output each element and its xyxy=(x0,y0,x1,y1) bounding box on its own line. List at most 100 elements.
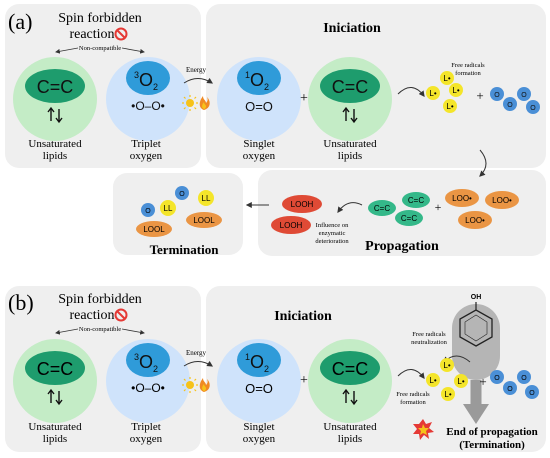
lipid-label-a2-2: lipids xyxy=(338,150,362,162)
svg-text:LOOL: LOOL xyxy=(143,225,165,234)
spin-forbidden-title-b: Spin forbidden xyxy=(58,292,142,307)
panel-a: (a) Spin forbidden reaction Non-compatib… xyxy=(5,4,546,257)
svg-text:•O–O•: •O–O• xyxy=(131,99,165,113)
panel-b-label: (b) xyxy=(8,290,34,315)
svg-text:O: O xyxy=(145,208,151,215)
flame-icon xyxy=(199,378,210,392)
svg-text:O=O: O=O xyxy=(245,99,273,114)
spin-arrows-icon xyxy=(47,106,63,124)
termination-products: O O LL LL LOOL LOOL xyxy=(136,186,222,237)
unsaturated-lipid-b2: C=C xyxy=(308,339,392,423)
svg-text:LL: LL xyxy=(164,204,173,213)
non-compatible-arrow-left-b xyxy=(55,328,79,335)
svg-text:C=C: C=C xyxy=(332,359,369,379)
lipid-label-b2-2: lipids xyxy=(338,433,362,445)
svg-text:L•: L• xyxy=(457,377,464,386)
triplet-label-a-1: Triplet xyxy=(131,138,161,150)
triplet-label-b-2: oxygen xyxy=(130,433,163,445)
svg-text:1O2: 1O2 xyxy=(245,352,269,374)
lipid-label-a2-1: Unsaturated xyxy=(323,138,377,150)
non-compatible-label-b: Non-compatible xyxy=(79,326,121,333)
svg-text:L•: L• xyxy=(452,86,459,95)
forbidden-icon xyxy=(114,308,128,322)
spin-arrows-icon xyxy=(342,106,358,124)
triplet-label-b-1: Triplet xyxy=(131,421,161,433)
panel-a-label: (a) xyxy=(8,9,32,34)
oxygen-molecules-b: O O O O xyxy=(490,370,539,399)
plus-propagation: + xyxy=(435,200,442,214)
svg-text:L•: L• xyxy=(443,361,450,370)
neutralization-label-2: neutralization xyxy=(411,339,447,346)
free-radicals-label-b-2: formation xyxy=(400,399,426,406)
spin-forbidden-title: Spin forbidden xyxy=(58,11,142,26)
lipid-label-a-2: lipids xyxy=(43,150,67,162)
plus-b-1: + xyxy=(300,373,308,388)
spin-arrows-icon xyxy=(342,388,358,406)
panel-b: (b) Spin forbidden reaction Non-compatib… xyxy=(5,286,546,452)
triplet-label-a-2: oxygen xyxy=(130,150,163,162)
iniciation-title-a: Iniciation xyxy=(323,21,381,36)
svg-text:L•: L• xyxy=(443,74,450,83)
free-radicals-label-b-1: Free radicals xyxy=(396,391,430,398)
antioxidant-phenol: OH xyxy=(452,294,500,424)
svg-text:O: O xyxy=(494,375,500,382)
lipid-label-a-1: Unsaturated xyxy=(28,138,82,150)
free-radicals-label-a-2: formation xyxy=(455,70,481,77)
svg-text:O: O xyxy=(521,375,527,382)
end-of-propagation-label: End of propagation xyxy=(446,426,538,438)
svg-text:O: O xyxy=(530,105,536,112)
triplet-oxygen-b: 3O2 •O–O• xyxy=(106,339,190,423)
lipid-radicals-b: L• L• L• L• xyxy=(426,358,468,401)
energy-label-a: Energy xyxy=(186,66,207,74)
to-propagation-arrow xyxy=(479,149,487,177)
non-compatible-arrow-left xyxy=(55,47,79,54)
neutralization-label-1: Free radicals xyxy=(412,331,446,338)
triplet-oxygen-a: 3O2 •O–O• xyxy=(106,57,190,141)
svg-text:LL: LL xyxy=(202,194,211,203)
svg-text:L•: L• xyxy=(429,376,436,385)
svg-text:LOOH: LOOH xyxy=(280,221,303,230)
plus-a-2: + xyxy=(476,88,483,103)
lipid-label-b2-1: Unsaturated xyxy=(323,421,377,433)
energy-label-b: Energy xyxy=(186,349,207,357)
plus-a-1: + xyxy=(300,91,308,106)
influence-label-1: Influence on xyxy=(316,222,349,229)
flame-icon xyxy=(199,96,210,110)
singlet-label-a-1: Singlet xyxy=(243,138,274,150)
singlet-oxygen-a: 1O2 O=O xyxy=(217,57,301,141)
svg-text:O=O: O=O xyxy=(245,381,273,396)
svg-text:LOO•: LOO• xyxy=(492,196,512,205)
plus-b-2: + xyxy=(479,374,486,389)
non-compatible-arrow-right xyxy=(121,47,145,54)
svg-text:1O2: 1O2 xyxy=(245,70,269,92)
svg-text:O: O xyxy=(179,191,185,198)
hydroperoxides: LOOH LOOH xyxy=(271,195,322,234)
energy-arrow-b xyxy=(183,360,214,367)
energy-arrow-a xyxy=(183,77,214,84)
svg-text:L•: L• xyxy=(444,390,451,399)
svg-text:C=C: C=C xyxy=(374,204,390,213)
svg-text:O: O xyxy=(529,390,535,397)
unsaturated-lipid-a: C=C xyxy=(13,57,97,141)
explosion-icon xyxy=(413,419,434,440)
propagation-species: C=C C=C C=C xyxy=(368,192,430,226)
non-compatible-label: Non-compatible xyxy=(79,45,121,52)
spin-arrows-icon xyxy=(47,388,63,406)
sun-icon xyxy=(182,95,198,111)
svg-text:LOOL: LOOL xyxy=(193,216,215,225)
svg-text:C=C: C=C xyxy=(332,77,369,97)
hydroxyl-label: OH xyxy=(471,294,482,301)
svg-text:3O2: 3O2 xyxy=(134,352,158,374)
svg-text:C=C: C=C xyxy=(401,214,417,223)
lipid-label-b-2: lipids xyxy=(43,433,67,445)
spin-forbidden-reaction: reaction xyxy=(69,27,114,42)
lipid-label-b-1: Unsaturated xyxy=(28,421,82,433)
singlet-label-b-1: Singlet xyxy=(243,421,274,433)
svg-text:C=C: C=C xyxy=(37,77,74,97)
propagation-arrow xyxy=(337,202,363,213)
influence-label-2: enzymatic xyxy=(319,230,346,237)
svg-text:L•: L• xyxy=(446,102,453,111)
svg-text:LOO•: LOO• xyxy=(452,194,472,203)
svg-text:•O–O•: •O–O• xyxy=(131,381,165,395)
